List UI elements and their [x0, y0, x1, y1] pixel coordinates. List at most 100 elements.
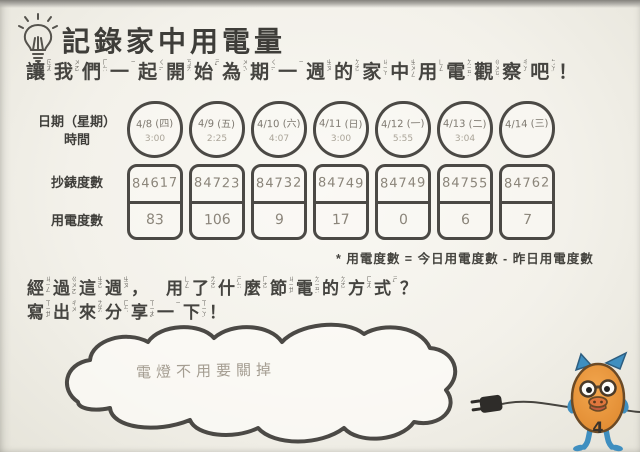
row-label-meter-reading: 抄錶度數: [50, 175, 103, 190]
mascot-monster: 4: [470, 351, 640, 452]
handwritten-date: 4/10 (六): [257, 118, 301, 131]
ruby-char: 一ㄧ: [278, 57, 303, 84]
ruby-char: 週ㄓㄡ: [105, 274, 128, 299]
usage-cell: 106: [192, 204, 242, 238]
ruby-char: ！: [558, 57, 577, 84]
ruby-char: 享ㄒㄧㄤˇ: [131, 298, 154, 323]
ruby-char: 寫ㄒㄧㄝˇ: [27, 298, 50, 323]
ruby-char: 分ㄈㄣ: [105, 298, 128, 323]
zhuyin-annotation: ㄉㄜ˙: [353, 59, 360, 77]
handwritten-meter-reading: 84749: [317, 175, 365, 192]
handwritten-meter-reading: 84723: [193, 175, 241, 192]
ruby-char: 了ㄌㄜ˙: [192, 274, 215, 299]
date-circle: 4/14 (三): [499, 101, 555, 158]
zhuyin-annotation: ㄩㄥˋ: [437, 59, 444, 77]
zhuyin-annotation: ㄑㄧˇ: [157, 59, 164, 76]
meter-cell: 84762: [502, 167, 552, 204]
ruby-char: 方ㄈㄤ: [348, 274, 371, 299]
handwritten-meter-reading: 84749: [379, 175, 427, 192]
handwritten-date: 4/11 (日): [319, 118, 363, 131]
zhuyin-annotation: ㄐㄧㄝˊ: [287, 276, 293, 298]
han-char: 察: [502, 62, 522, 83]
han-char: 觀: [474, 62, 494, 83]
cloud-outline: [65, 322, 458, 444]
ruby-char: 的ㄉㄜ˙: [322, 274, 345, 299]
zhuyin-annotation: ㄑㄧˊ: [269, 59, 276, 76]
usage-cell: 6: [440, 204, 490, 238]
ruby-char: 電ㄉㄧㄢˋ: [446, 57, 471, 84]
usage-formula-note: * 用電度數 = 今日用電度數 - 昨日用電度數: [336, 252, 594, 266]
ruby-char: 過ㄍㄨㄛˋ: [53, 274, 76, 299]
han-char: 們: [82, 62, 102, 83]
row-label-usage: 用電度數: [50, 213, 103, 228]
zhuyin-annotation: ㄉㄧㄢˋ: [313, 276, 319, 298]
zhuyin-annotation: ㄓㄡ: [122, 276, 128, 288]
han-char: 下: [183, 303, 200, 322]
handwritten-date: 4/8 (四): [136, 118, 174, 131]
row-label-time: 時間: [63, 131, 90, 147]
answer-cloud: [48, 316, 474, 452]
ruby-char: 期ㄑㄧˊ: [250, 57, 275, 84]
meter-cell: 84732: [254, 167, 304, 204]
zhuyin-annotation: ㄔㄚˊ: [521, 59, 528, 77]
handwritten-time: 3:04: [454, 134, 476, 144]
zhuyin-annotation: ㄈㄣ: [122, 300, 128, 312]
ruby-char: 來ㄌㄞˊ: [79, 298, 102, 323]
han-char: 用: [418, 62, 438, 83]
zhuyin-annotation: ㄒㄧㄚˋ: [200, 300, 206, 322]
ruby-char: 的ㄉㄜ˙: [334, 57, 359, 84]
ruby-char: 讓ㄖㄤˋ: [26, 57, 51, 84]
date-circle: 4/13 (二)3:04: [437, 101, 493, 158]
row-label-date: 日期（星期）: [37, 114, 116, 129]
han-char: 這: [79, 279, 96, 298]
han-char: 用: [166, 279, 183, 298]
zhuyin-annotation: ㄔㄨ: [70, 300, 76, 312]
han-char: 家: [362, 62, 382, 83]
handwritten-time: 2:25: [206, 134, 228, 144]
zhuyin-annotation: ㄨㄛˇ: [73, 59, 80, 77]
date-circle: 4/9 (五)2:25: [189, 101, 245, 158]
zhuyin-annotation: ㄧ: [174, 300, 180, 305]
handwritten-time: 5:55: [392, 134, 414, 144]
handwritten-time: 3:00: [330, 134, 352, 144]
zhuyin-annotation: ㄇㄣ˙: [101, 59, 108, 77]
ruby-char: 節ㄐㄧㄝˊ: [270, 274, 293, 299]
handwritten-time: 4:07: [268, 134, 290, 144]
ruby-char: 我ㄨㄛˇ: [54, 57, 79, 84]
han-char: ！: [209, 303, 226, 322]
zhuyin-annotation: ㄕˋ: [391, 276, 397, 288]
ruby-char: ！: [209, 298, 226, 323]
handwritten-usage: 7: [522, 212, 532, 229]
scan-artifact-top-edge: [0, 0, 640, 8]
zhuyin-annotation: ㄐㄧㄚ: [381, 59, 388, 76]
mascot-number: 4: [592, 418, 603, 437]
zhuyin-annotation: ㄉㄧㄢˋ: [465, 59, 472, 81]
ruby-char: 這ㄓㄜˋ: [79, 274, 102, 299]
zhuyin-annotation: ㄉㄜ˙: [339, 276, 345, 294]
ruby-char: 一ㄧ: [157, 298, 180, 323]
readings-box: 84723 106: [189, 164, 245, 240]
zhuyin-annotation: ㄒㄧㄝˇ: [44, 300, 50, 322]
ruby-char: 們ㄇㄣ˙: [82, 57, 107, 84]
usage-cell: 83: [130, 204, 180, 238]
han-char: 一: [278, 62, 298, 83]
power-plug-icon: [470, 394, 503, 413]
ruby-char: 麼ㄇㄜ˙: [244, 274, 267, 299]
usage-cell: 9: [254, 204, 304, 238]
ruby-char: 觀ㄍㄨㄢ: [474, 57, 499, 84]
ruby-char: 電ㄉㄧㄢˋ: [296, 274, 319, 299]
han-char: 寫: [27, 303, 44, 322]
ruby-char: ，: [131, 274, 148, 299]
zhuyin-annotation: ㄍㄨㄛˋ: [70, 276, 76, 298]
han-char: 享: [131, 303, 148, 322]
zhuyin-annotation: ㄩㄥˋ: [183, 276, 189, 294]
handwritten-date: 4/14 (三): [505, 118, 549, 131]
